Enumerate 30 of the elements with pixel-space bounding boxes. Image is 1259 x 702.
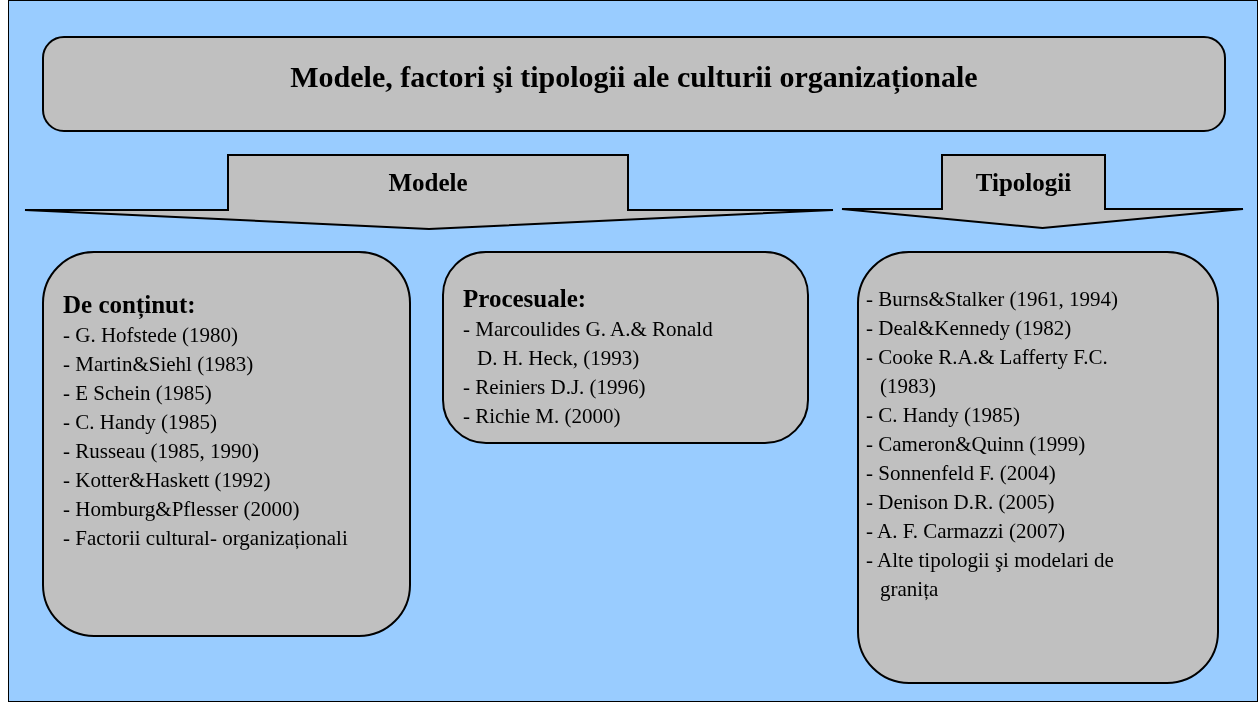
list-item: - Kotter&Haskett (1992)	[63, 467, 272, 494]
banner-label: Tipologii	[974, 168, 1073, 198]
list-item: - Homburg&Pflesser (2000)	[63, 496, 301, 523]
list-item: - Alte tipologii şi modelari de granița	[866, 547, 1115, 603]
list-item: - A. F. Carmazzi (2007)	[866, 518, 1066, 545]
list-item: - Martin&Siehl (1983)	[63, 351, 255, 378]
list-item: - Burns&Stalker (1961, 1994)	[866, 286, 1119, 313]
list-item: - Denison D.R. (2005)	[866, 489, 1056, 516]
list-item: - G. Hofstede (1980)	[63, 322, 239, 349]
arrow-banner	[842, 155, 1243, 228]
rounded-box	[42, 251, 411, 637]
list-item: - Factorii cultural- organizaționali	[63, 525, 349, 552]
list-item: - Richie M. (2000)	[463, 403, 622, 430]
box-heading: Procesuale:	[463, 284, 588, 314]
list-item: - C. Handy (1985)	[63, 409, 218, 436]
list-item: - Reiniers D.J. (1996)	[463, 374, 647, 401]
arrow-banner	[25, 155, 833, 229]
title-box	[42, 36, 1226, 132]
list-item: - Sonnenfeld F. (2004)	[866, 460, 1057, 487]
list-item: - C. Handy (1985)	[866, 402, 1021, 429]
list-item: - Cooke R.A.& Lafferty F.C. (1983)	[866, 344, 1109, 400]
box-heading: De conținut:	[63, 290, 197, 321]
list-item: - Cameron&Quinn (1999)	[866, 431, 1087, 458]
rounded-box	[857, 251, 1219, 684]
list-item: - Marcoulides G. A.& Ronald D. H. Heck, (1993)	[463, 316, 714, 372]
list-item: - E Schein (1985)	[63, 380, 213, 407]
list-item: - Russeau (1985, 1990)	[63, 438, 260, 465]
banner-label: Modele	[387, 168, 469, 198]
list-item: - Deal&Kennedy (1982)	[866, 315, 1073, 342]
rounded-box	[442, 251, 809, 444]
